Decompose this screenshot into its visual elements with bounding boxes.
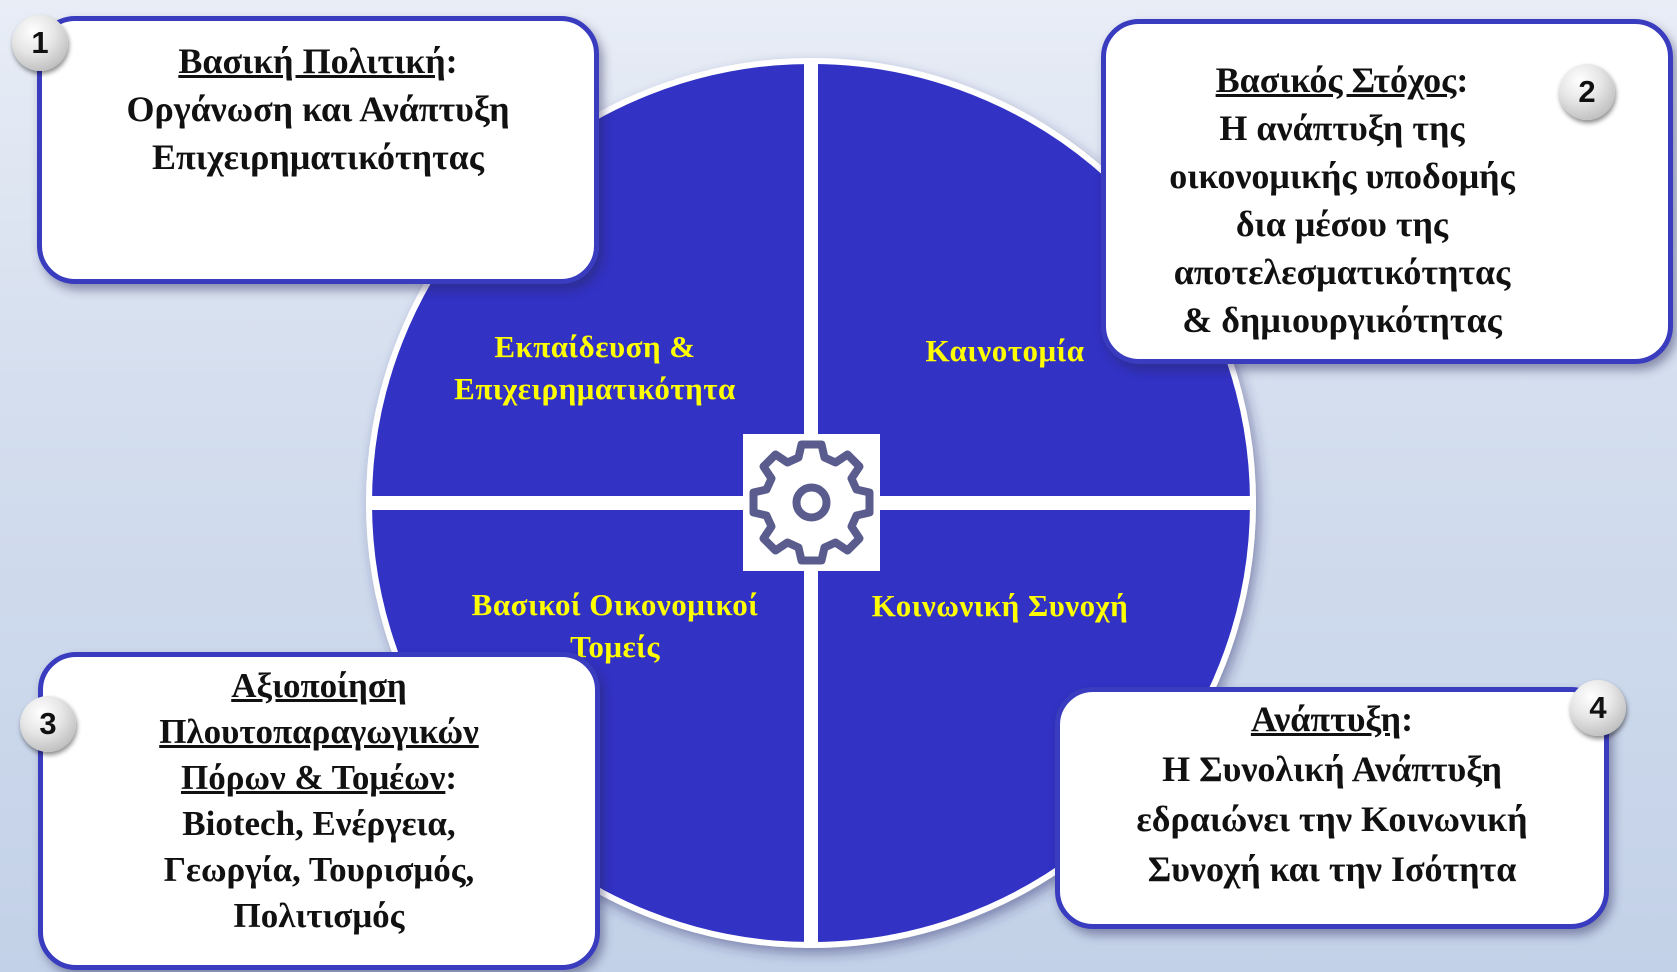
card-3-heading: Πλουτοπαραγωγικών	[159, 712, 479, 751]
quadrant-label-bottom-right: Κοινωνική Συνοχή	[871, 588, 1129, 623]
card-1-heading: Βασική Πολιτική	[178, 41, 446, 81]
card-3-line: Πολιτισμός	[233, 896, 405, 935]
card-3-line: Γεωργία, Τουρισμός,	[163, 850, 475, 889]
card-3-heading-line: Πόρων & Τομέων:	[180, 758, 458, 797]
quadrant-label-top-left: Εκπαίδευση & Επιχειρηματικότητα	[454, 329, 736, 406]
badge-3: 3	[20, 696, 76, 752]
card-3-heading: Αξιοποίηση	[231, 666, 407, 705]
gear-icon-box	[743, 434, 880, 571]
card-2-line: αποτελεσματικότητας	[1173, 252, 1511, 292]
card-4-line: Συνοχή και την Ισότητα	[1147, 849, 1517, 889]
card-4-line: εδραιώνει την Κοινωνική	[1136, 799, 1528, 839]
badge-1: 1	[12, 15, 68, 71]
card-1-line: Επιχειρηματικότητας	[152, 137, 484, 177]
gear-icon	[749, 440, 874, 565]
card-2-line: οικονομικής υποδομής	[1169, 156, 1515, 196]
card-2-heading-line: Βασικός Στόχος:	[1215, 60, 1469, 100]
quadrant-label-top-right: Καινοτομία	[925, 333, 1085, 368]
card-4-heading-line: Ανάπτυξη:	[1250, 699, 1414, 739]
card-3-heading: Πόρων & Τομέων	[180, 758, 446, 797]
card-1-line: Οργάνωση και Ανάπτυξη	[126, 89, 510, 129]
card-basic-policy: Βασική Πολιτική: Οργάνωση και Ανάπτυξη Ε…	[37, 16, 599, 284]
badge-2: 2	[1559, 64, 1615, 120]
badge-4: 4	[1570, 680, 1626, 736]
card-2-line: Η ανάπτυξη της	[1219, 108, 1465, 148]
card-1-heading-line: Βασική Πολιτική:	[178, 41, 458, 81]
card-2-heading: Βασικός Στόχος	[1215, 60, 1457, 100]
quadrant-label-bottom-left: Βασικοί Οικονομικοί Τομείς	[471, 587, 759, 664]
card-3-line: Biotech, Ενέργεια,	[182, 804, 456, 843]
card-2-line: & δημιουργικότητας	[1182, 300, 1502, 340]
card-development: Ανάπτυξη: Η Συνολική Ανάπτυξη εδραιώνει …	[1055, 687, 1609, 929]
card-resources: Αξιοποίηση Πλουτοπαραγωγικών Πόρων & Τομ…	[38, 652, 600, 970]
card-4-heading: Ανάπτυξη	[1250, 699, 1402, 739]
card-2-line: δια μέσου της	[1235, 204, 1449, 244]
card-4-line: Η Συνολική Ανάπτυξη	[1162, 749, 1502, 789]
